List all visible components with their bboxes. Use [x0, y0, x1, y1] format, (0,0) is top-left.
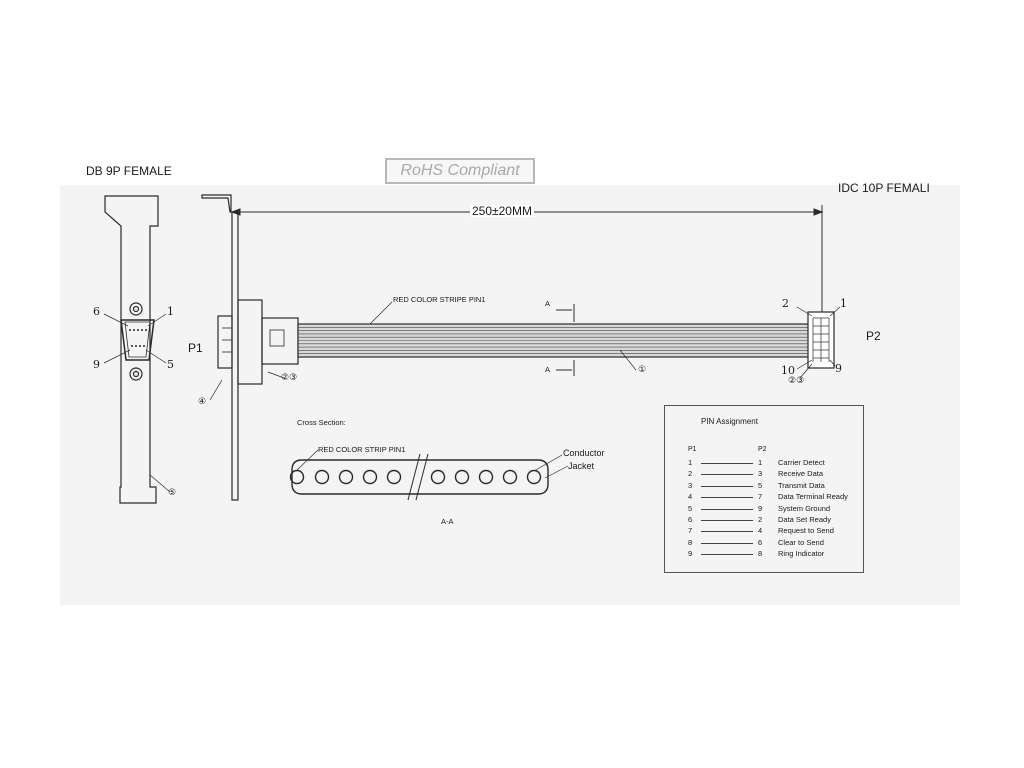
db9-pin9-label: 9 — [93, 358, 100, 371]
pin-p1: 9 — [688, 549, 693, 559]
section-marker — [556, 304, 575, 376]
pin-row: 8 6 Clear to Send — [665, 538, 865, 549]
pin-p1: 6 — [688, 515, 693, 524]
idc-title: IDC 10P FEMALI — [838, 181, 930, 195]
cross-section-title: Cross Section: — [297, 418, 346, 427]
idc-connector — [796, 306, 841, 379]
ribbon-cable — [297, 301, 811, 371]
db9-title: DB 9P FEMALE — [86, 164, 172, 178]
pin-signal: Data Set Ready — [778, 515, 831, 524]
pin-row: 5 9 System Ground — [665, 504, 865, 515]
pin-p1: 1 — [688, 458, 693, 467]
pin-p1: 2 — [688, 469, 693, 479]
pin-p2: 7 — [758, 492, 763, 502]
pin-p1: 4 — [688, 492, 693, 502]
idc-pin9-label: 9 — [835, 362, 842, 375]
callout-4: ④ — [198, 397, 207, 407]
pin-assignment-title: PIN Assignment — [701, 417, 758, 426]
pin-row: 4 7 Data Terminal Ready — [665, 492, 865, 503]
p2-label: P2 — [866, 329, 881, 343]
pin-p2: 5 — [758, 480, 763, 490]
pin-p1: 3 — [688, 480, 693, 490]
pin-row: 7 4 Request to Send — [665, 526, 865, 537]
idc-pin1-label: 1 — [840, 297, 847, 310]
pin-leader — [701, 497, 753, 499]
bracket-side-view — [201, 194, 299, 501]
pin-p2: 1 — [758, 458, 763, 467]
section-a-top-label: A — [545, 299, 551, 308]
pin-signal: Receive Data — [778, 469, 824, 479]
pin-p1: 8 — [688, 537, 693, 547]
callout-2-3-right: ②③ — [788, 376, 805, 386]
pin-p2: 3 — [758, 469, 763, 479]
bracket-front-view — [103, 195, 171, 504]
pin-leader — [701, 531, 753, 533]
section-a-bottom-label: A — [545, 365, 551, 374]
p1-label: P1 — [188, 341, 203, 355]
col-p1-header: P1 — [688, 446, 697, 453]
db9-pin6-label: 6 — [93, 305, 100, 318]
pin-leader — [701, 520, 753, 521]
pin-row: 1 1 Carrier Detect — [665, 458, 865, 469]
pin-leader — [701, 542, 753, 544]
pin-row: 9 8 Ring Indicator — [665, 549, 865, 560]
pin-row: 6 2 Data Set Ready — [665, 515, 865, 526]
pin-p1: 5 — [688, 503, 693, 513]
rohs-watermark: RoHS Compliant — [385, 158, 535, 184]
pin-p1: 7 — [688, 526, 693, 536]
pin-signal: Carrier Detect — [778, 458, 825, 467]
pin-p2: 8 — [758, 549, 763, 559]
callout-2-3-left: ②③ — [281, 373, 298, 383]
pin-leader — [701, 474, 753, 476]
jacket-label: Jacket — [568, 461, 595, 471]
pin-leader — [701, 554, 753, 556]
pin-p2: 2 — [758, 515, 763, 524]
conductor-label: Conductor — [563, 448, 605, 458]
length-label: 250±20MM — [470, 204, 534, 218]
pin-signal: System Ground — [778, 503, 831, 513]
idc-pin10-label: 10 — [781, 364, 795, 377]
red-strip-label: RED COLOR STRIP PIN1 — [318, 445, 406, 454]
cross-section-drawing — [289, 449, 569, 501]
pin-signal: Request to Send — [778, 526, 834, 536]
pin-leader — [701, 463, 753, 464]
pin-signal: Data Terminal Ready — [778, 492, 848, 502]
pin-p2: 9 — [758, 503, 763, 513]
section-aa-label: A-A — [441, 517, 454, 526]
idc-pin2-label: 2 — [782, 297, 789, 310]
col-p2-header: P2 — [758, 446, 767, 453]
db9-pin1-label: 1 — [167, 305, 174, 318]
db9-pin5-label: 5 — [167, 358, 174, 371]
callout-1: ① — [638, 365, 647, 375]
pin-signal: Transmit Data — [778, 480, 825, 490]
scan-background — [60, 185, 960, 605]
pin-signal: Clear to Send — [778, 537, 824, 547]
pin-signal: Ring Indicator — [778, 549, 825, 559]
pin-leader — [701, 508, 753, 510]
pin-row: 2 3 Receive Data — [665, 469, 865, 480]
pin-p2: 4 — [758, 526, 763, 536]
callout-5: ⑤ — [168, 488, 177, 498]
red-stripe-label: RED COLOR STRIPE PIN1 — [393, 295, 486, 304]
pin-p2: 6 — [758, 537, 763, 547]
pin-row: 3 5 Transmit Data — [665, 481, 865, 492]
pin-leader — [701, 485, 753, 487]
